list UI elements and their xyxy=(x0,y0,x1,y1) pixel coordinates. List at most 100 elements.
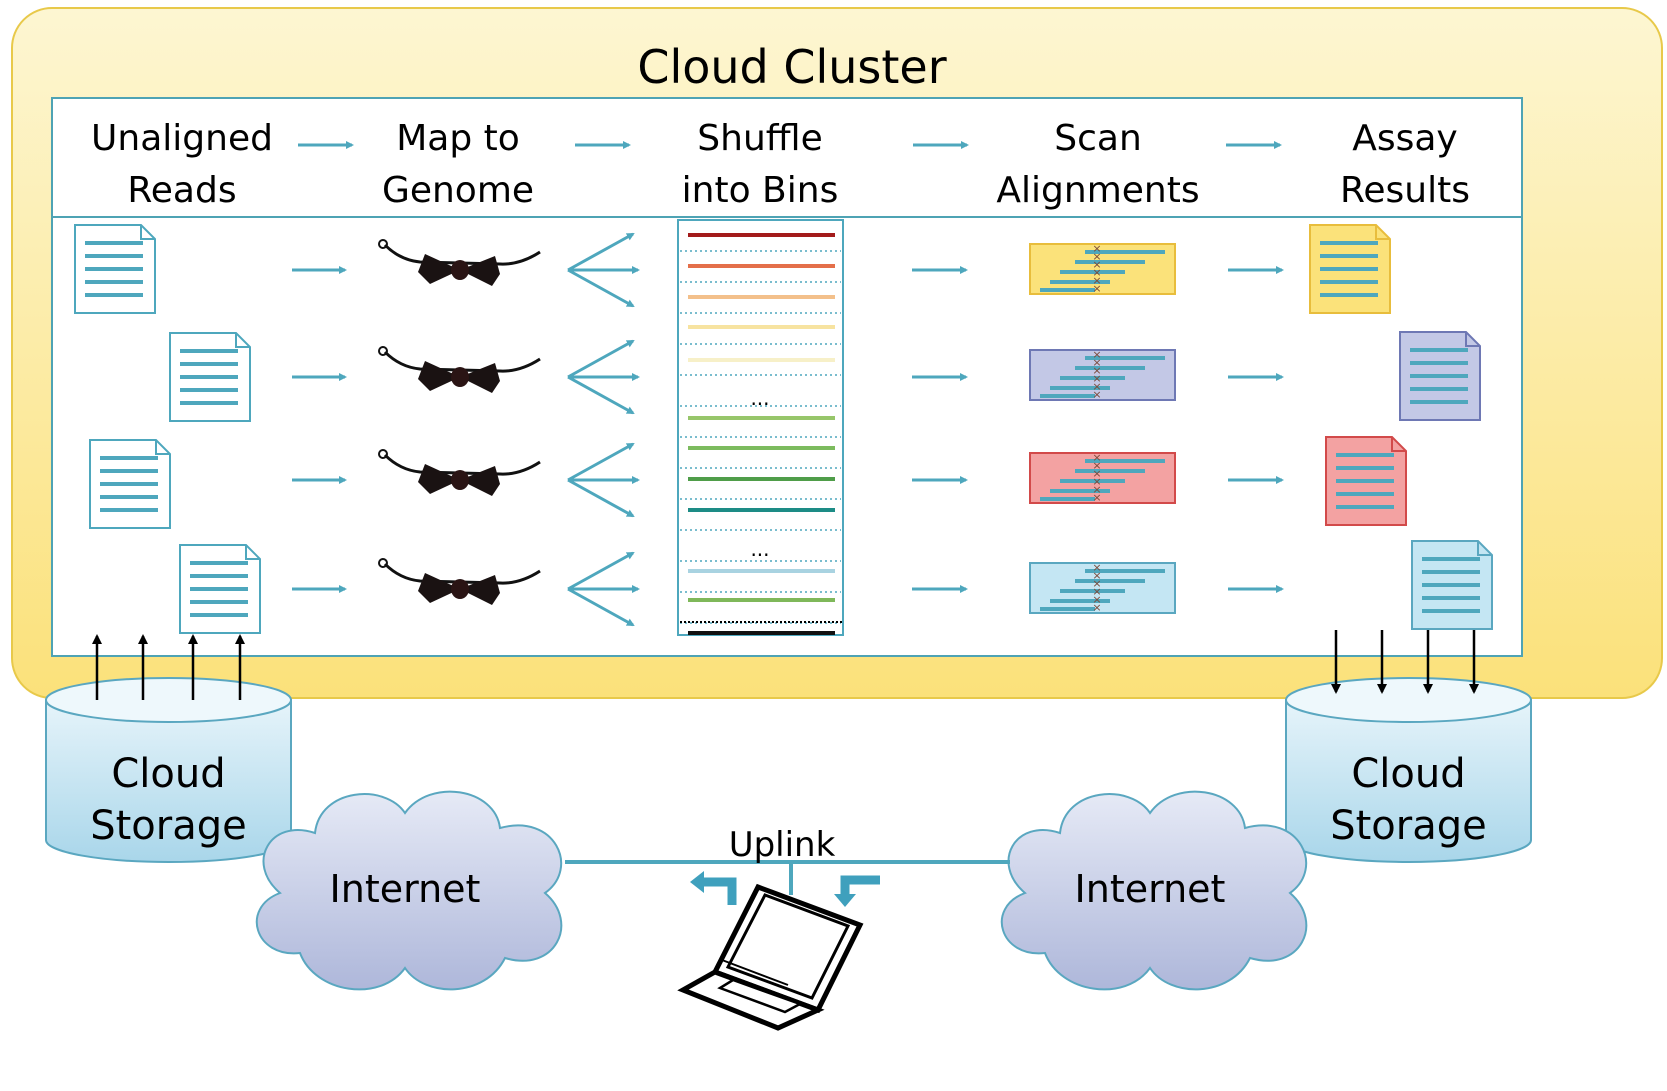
fan-out-arrows xyxy=(567,339,640,415)
bowtie-knot xyxy=(451,579,469,599)
cluster-title: Cloud Cluster xyxy=(637,40,946,94)
bowtie-left-wing xyxy=(418,573,460,603)
upload-bent-arrow-icon xyxy=(690,871,737,905)
bin-ellipsis: ... xyxy=(750,537,769,561)
scan-mark: × xyxy=(1092,451,1101,464)
stage-heading-line: into Bins xyxy=(682,170,839,211)
bowtie-right-wing xyxy=(460,575,500,605)
uplink-label: Uplink xyxy=(729,825,836,865)
pipeline-row: ×××××× xyxy=(89,436,1407,529)
scan-mark: × xyxy=(1092,380,1101,393)
document-fold xyxy=(155,440,170,455)
scan-mark: × xyxy=(1092,282,1101,295)
pipeline-row: ×××××× xyxy=(169,331,1481,422)
document-fold xyxy=(235,333,250,348)
bowtie-knot xyxy=(451,260,469,280)
fan-arrow xyxy=(567,375,635,415)
cloud-label: Internet xyxy=(330,867,481,911)
scan-mark: × xyxy=(1092,266,1101,279)
scan-mark: × xyxy=(1092,258,1101,271)
alignment-scan-box: ×××××× xyxy=(1029,348,1176,401)
bowtie-icon xyxy=(378,558,541,605)
internet-cloud-right: Internet xyxy=(1000,790,1308,991)
fan-arrow xyxy=(567,339,635,379)
scan-mark: × xyxy=(1092,585,1101,598)
internet-cloud-left: Internet xyxy=(255,790,563,991)
scan-mark: × xyxy=(1092,601,1101,614)
bowtie-right-wing xyxy=(460,466,500,496)
fan-out-arrows xyxy=(567,442,640,518)
scan-mark: × xyxy=(1092,593,1101,606)
uplink-group: Uplink xyxy=(565,825,1010,1031)
bin-ellipsis: ... xyxy=(750,386,769,410)
fan-arrow xyxy=(567,551,635,591)
stage-heading-line: Results xyxy=(1340,170,1470,211)
pipeline-rows: ×××××××××××××××××××××××× xyxy=(74,224,1493,634)
fan-arrow xyxy=(567,268,635,308)
document-fold xyxy=(140,225,155,240)
scan-mark: × xyxy=(1092,250,1101,263)
bowtie-knot xyxy=(451,470,469,490)
document-fold xyxy=(245,545,260,560)
cloud-label: Internet xyxy=(1075,867,1226,911)
storage-label-line: Cloud xyxy=(1351,751,1465,797)
unaligned-read-doc-icon xyxy=(74,224,156,314)
bowtie-left-wing xyxy=(418,464,460,494)
scan-mark: × xyxy=(1092,491,1101,504)
stage-heading-line: Unaligned xyxy=(91,118,273,159)
bins-column xyxy=(677,219,844,636)
storage-top xyxy=(45,677,292,723)
bowtie-knot xyxy=(451,367,469,387)
stage-heading-line: Assay xyxy=(1352,118,1458,159)
scan-mark: × xyxy=(1092,364,1101,377)
cloud-shape xyxy=(255,790,563,991)
alignment-scan-box: ×××××× xyxy=(1029,242,1176,295)
stage-heading-line: Reads xyxy=(127,170,236,211)
bowtie-hook xyxy=(378,239,388,249)
scan-mark: × xyxy=(1092,356,1101,369)
document-fold xyxy=(1477,541,1492,556)
shuffle-bins: ...... xyxy=(677,219,844,636)
scan-mark: × xyxy=(1092,348,1101,361)
scan-mark: × xyxy=(1092,388,1101,401)
document-fold xyxy=(1375,225,1390,240)
storage-label-line: Storage xyxy=(90,803,247,849)
bowtie-icon xyxy=(378,239,541,286)
scan-mark: × xyxy=(1092,372,1101,385)
storage-label-line: Storage xyxy=(1330,803,1487,849)
scan-mark: × xyxy=(1092,475,1101,488)
bowtie-icon xyxy=(378,346,541,393)
assay-result-doc-icon xyxy=(1399,331,1481,421)
storage-io-arrows xyxy=(92,630,1479,700)
stage-heading-line: Map to xyxy=(396,118,520,159)
storage-top xyxy=(1285,677,1532,723)
bowtie-hook xyxy=(378,346,388,356)
alignment-scan-box: ×××××× xyxy=(1029,561,1176,614)
assay-result-doc-icon xyxy=(1411,540,1493,630)
alignment-scan-box: ×××××× xyxy=(1029,451,1176,504)
unaligned-read-doc-icon xyxy=(169,332,251,422)
pipeline-row: ×××××× xyxy=(179,540,1493,634)
scan-mark: × xyxy=(1092,467,1101,480)
fan-arrow xyxy=(567,478,635,518)
assay-result-doc-icon xyxy=(1309,224,1391,314)
storage-label-line: Cloud xyxy=(111,751,225,797)
stage-heading-line: Alignments xyxy=(996,170,1199,211)
bowtie-hook xyxy=(378,449,388,459)
bowtie-hook xyxy=(378,558,388,568)
scan-mark: × xyxy=(1092,569,1101,582)
bowtie-icon xyxy=(378,449,541,496)
fan-arrow xyxy=(567,442,635,482)
pipeline-row: ×××××× xyxy=(74,224,1391,314)
bowtie-right-wing xyxy=(460,256,500,286)
assay-result-doc-icon xyxy=(1325,436,1407,526)
